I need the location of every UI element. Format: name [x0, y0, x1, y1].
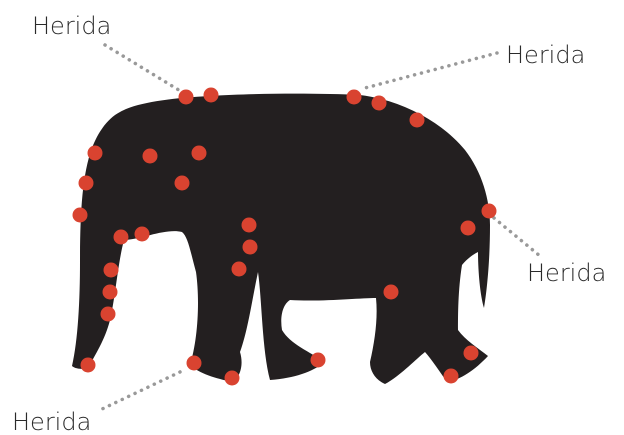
wound-dot [410, 113, 425, 128]
wound-dot [225, 371, 240, 386]
wound-dot [192, 146, 207, 161]
label-right: Herida [527, 259, 606, 287]
label-top-left: Herida [32, 12, 111, 40]
wound-dot [175, 176, 190, 191]
wound-dot [384, 285, 399, 300]
leader-line-bottom-left [100, 372, 180, 410]
wound-dot [88, 146, 103, 161]
wound-dot [101, 307, 116, 322]
wound-dot [114, 230, 129, 245]
wound-dot [187, 356, 202, 371]
wound-dot [81, 358, 96, 373]
wound-dot [79, 176, 94, 191]
label-bottom-left: Herida [12, 408, 91, 435]
wound-dot [242, 218, 257, 233]
wound-dot [73, 208, 88, 223]
wound-dot [232, 262, 247, 277]
leader-line-top-right [365, 53, 497, 88]
wound-dot [243, 240, 258, 255]
leader-line-top-left [105, 45, 182, 92]
wound-dot [311, 353, 326, 368]
wound-dot [179, 90, 194, 105]
wound-dot [104, 263, 119, 278]
label-top-right: Herida [506, 41, 585, 69]
wound-dot [482, 204, 497, 219]
wound-dot [461, 221, 476, 236]
wound-dot [347, 90, 362, 105]
wound-dot [444, 369, 459, 384]
wound-dot [372, 96, 387, 111]
leader-line-right [494, 218, 540, 256]
wound-dot [464, 346, 479, 361]
wound-dot [143, 149, 158, 164]
wound-dot [135, 227, 150, 242]
wound-dot [204, 88, 219, 103]
elephant-silhouette [72, 94, 490, 384]
wound-dot [103, 285, 118, 300]
